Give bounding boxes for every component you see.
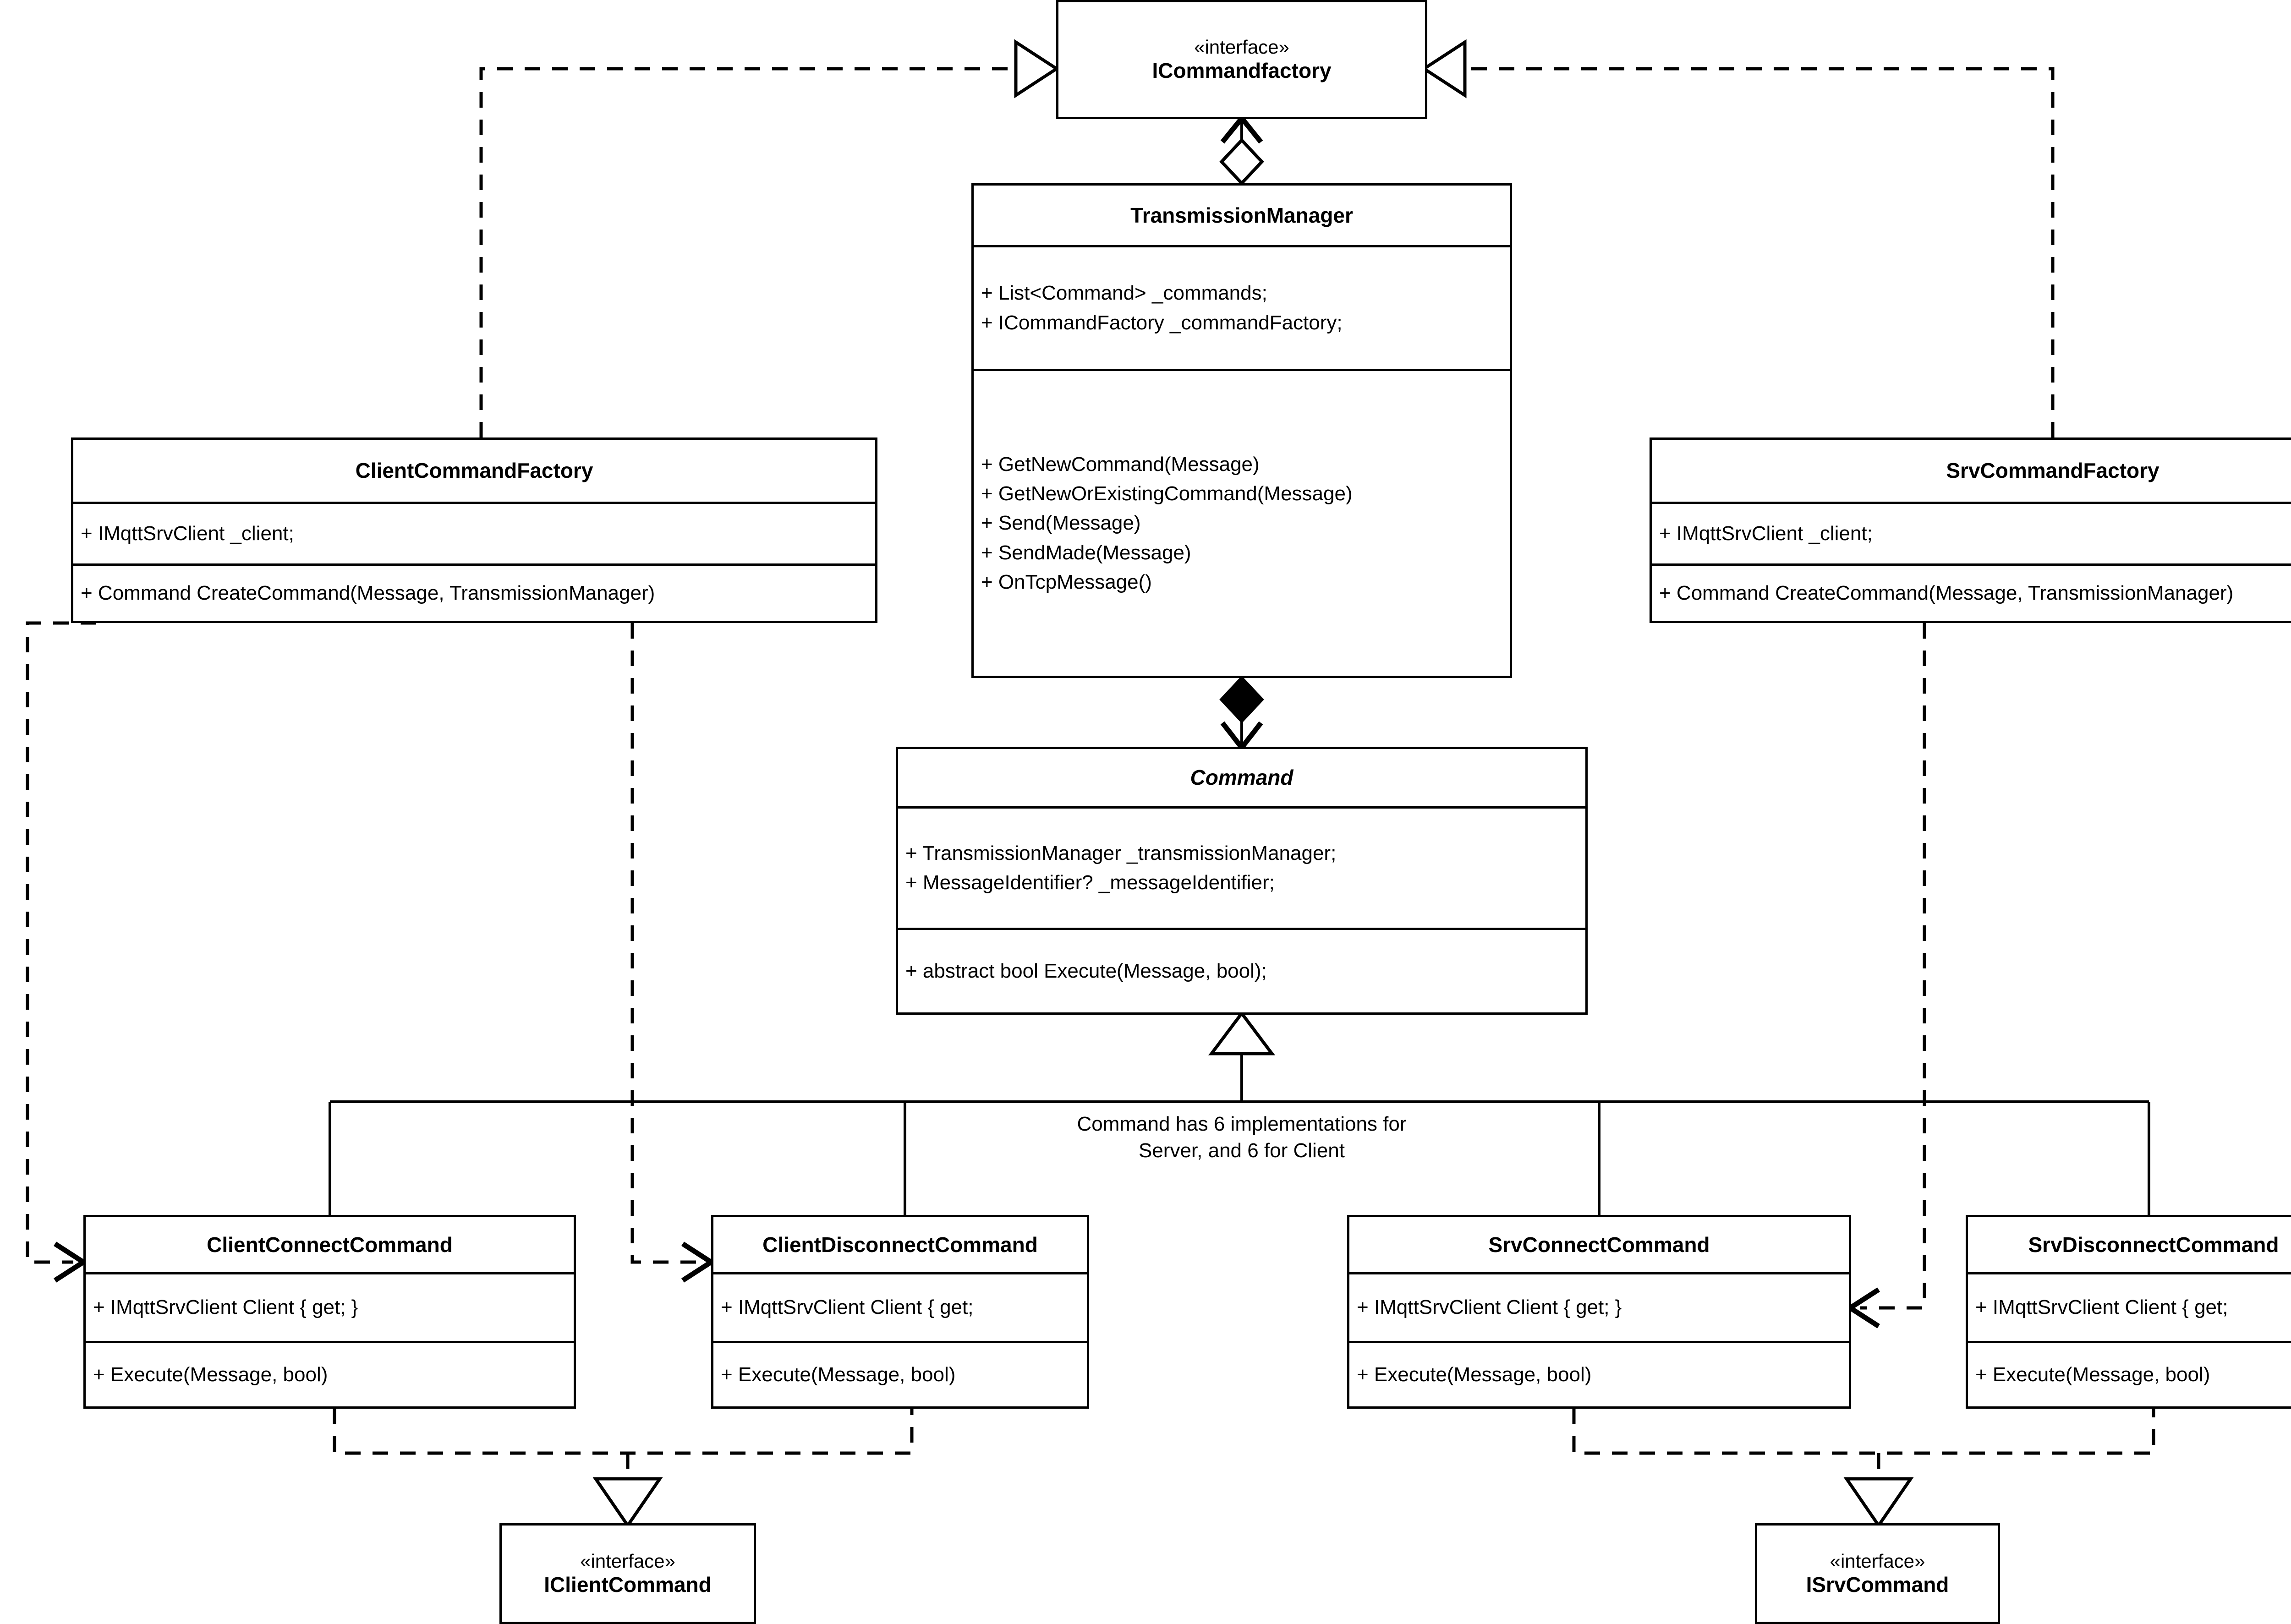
class-title-client-connect-command: ClientConnectCommand xyxy=(207,1232,453,1257)
compartment-attributes-srv-disconnect-command: + IMqttSrvClient Client { get; xyxy=(1968,1272,2291,1341)
compartment-attributes-srv-connect-command: + IMqttSrvClient Client { get; } xyxy=(1349,1272,1849,1341)
compartment-header-client-disconnect-command: ClientDisconnectCommand xyxy=(713,1217,1087,1272)
compartment-header-srv-connect-command: SrvConnectCommand xyxy=(1349,1217,1849,1272)
class-box-client-connect-command[interactable]: ClientConnectCommand + IMqttSrvClient Cl… xyxy=(83,1215,576,1409)
class-title-srv-disconnect-command: SrvDisconnectCommand xyxy=(2028,1232,2279,1257)
operation-row: + Execute(Message, bool) xyxy=(1357,1363,1592,1386)
operation-row: + Send(Message) xyxy=(981,512,1141,535)
compartment-attributes-command: + TransmissionManager _transmissionManag… xyxy=(898,806,1585,928)
rel-scf-creates-srvconnect xyxy=(1845,623,1926,1329)
operation-row: + GetNewOrExistingCommand(Message) xyxy=(981,482,1353,505)
compartment-attributes-client-connect-command: + IMqttSrvClient Client { get; } xyxy=(86,1272,574,1341)
class-title-client-disconnect-command: ClientDisconnectCommand xyxy=(762,1232,1038,1257)
attribute-row: + IMqttSrvClient Client { get; } xyxy=(1357,1296,1622,1319)
class-title-transmission-manager: TransmissionManager xyxy=(1130,203,1353,227)
rel-scf-realizes-icf xyxy=(1421,39,2055,437)
operation-row: + OnTcpMessage() xyxy=(981,571,1152,594)
compartment-header-icommandfactory: «interface» ICommandfactory xyxy=(1058,2,1425,117)
class-title-srv-connect-command: SrvConnectCommand xyxy=(1488,1232,1710,1257)
compartment-header-command: Command xyxy=(898,749,1585,806)
compartment-operations-client-command-factory: + Command CreateCommand(Message, Transmi… xyxy=(73,563,875,621)
compartment-attributes-transmission-manager: + List<Command> _commands; + ICommandFac… xyxy=(974,245,1510,369)
class-title-iclient-command: «interface» IClientCommand xyxy=(502,1545,754,1603)
class-name-label: ICommandfactory xyxy=(1152,59,1332,83)
attribute-row: + IMqttSrvClient Client { get; xyxy=(1975,1296,2228,1319)
class-title-client-command-factory: ClientCommandFactory xyxy=(355,459,593,483)
class-box-transmission-manager[interactable]: TransmissionManager + List<Command> _com… xyxy=(971,183,1512,678)
rel-tm-aggregates-icf xyxy=(1219,114,1264,186)
attribute-row: + ICommandFactory _commandFactory; xyxy=(981,311,1343,334)
class-box-isrv-command[interactable]: «interface» ISrvCommand xyxy=(1755,1523,2000,1624)
class-box-srv-command-factory[interactable]: SrvCommandFactory + IMqttSrvClient _clie… xyxy=(1650,437,2291,623)
rel-ccf-realizes-icf xyxy=(479,39,1060,437)
stereotype-interface-label: «interface» xyxy=(1194,36,1289,58)
class-box-srv-connect-command[interactable]: SrvConnectCommand + IMqttSrvClient Clien… xyxy=(1347,1215,1851,1409)
operation-row: + GetNewCommand(Message) xyxy=(981,453,1260,476)
class-box-iclient-command[interactable]: «interface» IClientCommand xyxy=(499,1523,756,1624)
class-box-client-command-factory[interactable]: ClientCommandFactory + IMqttSrvClient _c… xyxy=(71,437,877,623)
class-box-icommandfactory[interactable]: «interface» ICommandfactory xyxy=(1056,0,1427,119)
class-box-command[interactable]: Command + TransmissionManager _transmiss… xyxy=(896,747,1588,1015)
compartment-attributes-srv-command-factory: + IMqttSrvClient _client; xyxy=(1652,502,2291,563)
operation-row: + Command CreateCommand(Message, Transmi… xyxy=(81,581,655,604)
attribute-row: + IMqttSrvClient _client; xyxy=(1659,522,1873,545)
compartment-operations-srv-connect-command: + Execute(Message, bool) xyxy=(1349,1341,1849,1406)
compartment-header-srv-disconnect-command: SrvDisconnectCommand xyxy=(1968,1217,2291,1272)
compartment-operations-srv-disconnect-command: + Execute(Message, bool) xyxy=(1968,1341,2291,1406)
class-title-icommandfactory: «interface» ICommandfactory xyxy=(1058,31,1425,89)
note-command-implementation-count: Command has 6 implementations for Server… xyxy=(1077,1113,1407,1162)
rel-ccf-creates-clientconnect xyxy=(26,621,96,1283)
class-title-command: Command xyxy=(1190,766,1293,790)
compartment-operations-transmission-manager: + GetNewCommand(Message) + GetNewOrExist… xyxy=(974,369,1510,676)
class-title-srv-command-factory: SrvCommandFactory xyxy=(1946,459,2159,483)
compartment-attributes-client-disconnect-command: + IMqttSrvClient Client { get; xyxy=(713,1272,1087,1341)
compartment-header-client-command-factory: ClientCommandFactory xyxy=(73,440,875,502)
compartment-operations-srv-command-factory: + Command CreateCommand(Message, Transmi… xyxy=(1652,563,2291,621)
class-title-isrv-command: «interface» ISrvCommand xyxy=(1757,1545,1998,1603)
compartment-operations-client-connect-command: + Execute(Message, bool) xyxy=(86,1341,574,1406)
class-name-label: ISrvCommand xyxy=(1806,1573,1949,1597)
compartment-header-client-connect-command: ClientConnectCommand xyxy=(86,1217,574,1272)
attribute-row: + MessageIdentifier? _messageIdentifier; xyxy=(905,871,1275,894)
rel-ccf-creates-clientdisconnect xyxy=(630,623,716,1283)
compartment-header-transmission-manager: TransmissionManager xyxy=(974,186,1510,245)
attribute-row: + IMqttSrvClient Client { get; xyxy=(721,1296,974,1319)
compartment-header-srv-command-factory: SrvCommandFactory xyxy=(1652,440,2291,502)
stereotype-interface-label: «interface» xyxy=(580,1550,675,1572)
compartment-operations-client-disconnect-command: + Execute(Message, bool) xyxy=(713,1341,1087,1406)
operation-row: + Execute(Message, bool) xyxy=(1975,1363,2210,1386)
class-box-client-disconnect-command[interactable]: ClientDisconnectCommand + IMqttSrvClient… xyxy=(711,1215,1089,1409)
stereotype-interface-label: «interface» xyxy=(1830,1550,1925,1572)
attribute-row: + List<Command> _commands; xyxy=(981,282,1267,305)
attribute-row: + IMqttSrvClient Client { get; } xyxy=(93,1296,358,1319)
rel-clientcmds-realize-iclientcommand xyxy=(333,1409,914,1529)
compartment-operations-command: + abstract bool Execute(Message, bool); xyxy=(898,928,1585,1012)
class-box-srv-disconnect-command[interactable]: SrvDisconnectCommand + IMqttSrvClient Cl… xyxy=(1966,1215,2291,1409)
rel-tm-composes-command xyxy=(1219,675,1264,752)
compartment-header-isrv-command: «interface» ISrvCommand xyxy=(1757,1526,1998,1622)
operation-row: + abstract bool Execute(Message, bool); xyxy=(905,959,1267,982)
rel-srvcmds-realize-isrvcommand xyxy=(1572,1409,2155,1529)
attribute-row: + TransmissionManager _transmissionManag… xyxy=(905,842,1337,864)
compartment-attributes-client-command-factory: + IMqttSrvClient _client; xyxy=(73,502,875,563)
compartment-header-iclient-command: «interface» IClientCommand xyxy=(502,1526,754,1622)
class-name-label: IClientCommand xyxy=(544,1573,712,1597)
attribute-row: + IMqttSrvClient _client; xyxy=(81,522,294,545)
operation-row: + Execute(Message, bool) xyxy=(721,1363,956,1386)
operation-row: + SendMade(Message) xyxy=(981,541,1191,564)
operation-row: + Execute(Message, bool) xyxy=(93,1363,328,1386)
operation-row: + Command CreateCommand(Message, Transmi… xyxy=(1659,581,2234,604)
